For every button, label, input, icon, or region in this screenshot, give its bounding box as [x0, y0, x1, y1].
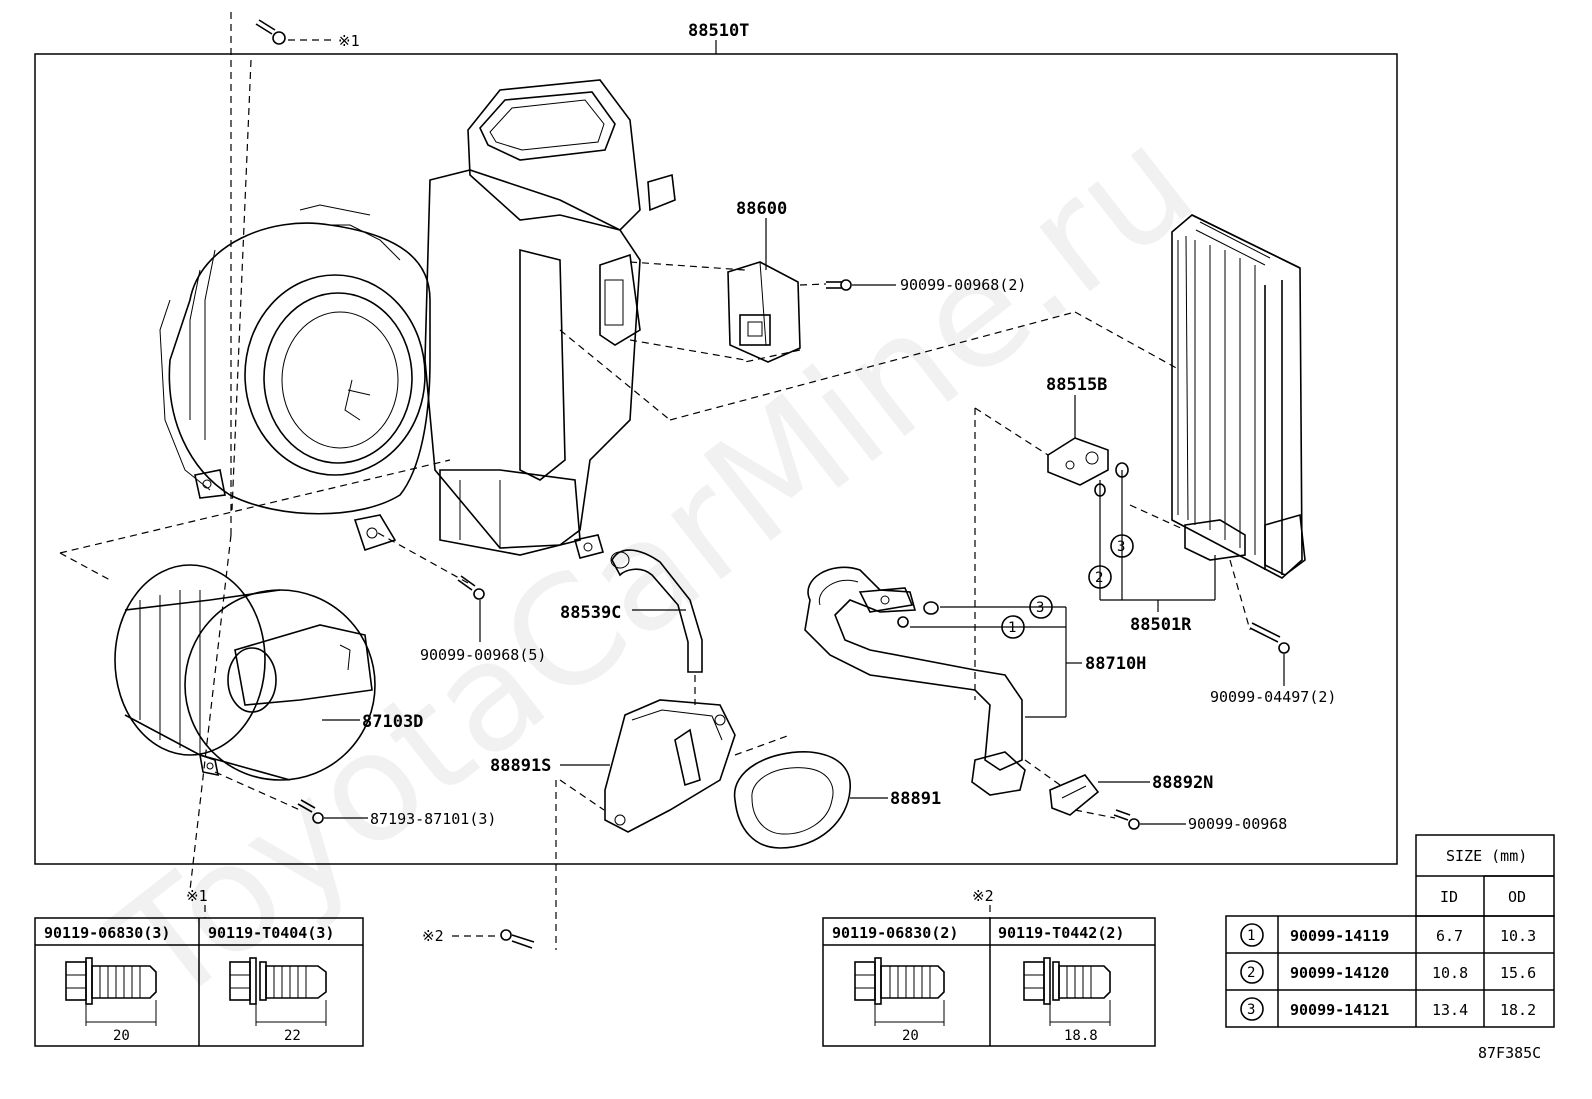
blower-case [159, 79, 676, 559]
label-90099-00968[interactable]: 90099-00968 [1188, 815, 1287, 833]
bolt-88600 [826, 279, 852, 291]
note2-mark-side: ※2 [422, 927, 444, 945]
label-87193-87101-3[interactable]: 87193-87101(3) [370, 810, 496, 828]
note1-mark-top: ※1 [338, 32, 360, 50]
ring-3-pipe: 3 [1036, 600, 1044, 616]
oring-row2-id: 10.8 [1432, 964, 1468, 982]
note2-part-a[interactable]: 90119-06830(2) [832, 924, 958, 942]
bolt-90119-06830-icon [65, 957, 157, 1026]
note1-table-mark: ※1 [186, 887, 208, 905]
note2-length-b: 18.8 [1064, 1028, 1098, 1044]
label-88891[interactable]: 88891 [890, 789, 941, 809]
note1-table: ※1 90119-06830(3) 90119-T0404(3) 20 [34, 887, 364, 1047]
note2-table: ※2 90119-06830(2) 90119-T0442(2) 20 [822, 887, 1156, 1047]
label-88710H[interactable]: 88710H [1085, 654, 1146, 674]
ring-1-pipe: 1 [1008, 620, 1016, 636]
screw-side [500, 929, 535, 949]
oring-row2-od: 15.6 [1500, 964, 1536, 982]
part-88891-grommet [733, 751, 851, 849]
note2-length-a: 20 [902, 1028, 919, 1044]
note2-part-b[interactable]: 90119-T0442(2) [998, 924, 1124, 942]
label-90099-00968-5[interactable]: 90099-00968(5) [420, 646, 546, 664]
ring-2-evap: 2 [1095, 570, 1103, 586]
part-87103D-blower-motor [114, 564, 376, 781]
part-88515B-valve [1047, 437, 1109, 486]
bolt-88892N [1113, 809, 1140, 830]
oring-row2-part[interactable]: 90099-14120 [1290, 964, 1389, 982]
label-90099-04497-2[interactable]: 90099-04497(2) [1210, 688, 1336, 706]
oring-size-header: SIZE (mm) [1446, 847, 1527, 865]
oring-row2-no: 2 [1247, 965, 1255, 981]
note1-length-a: 20 [113, 1028, 130, 1044]
oring-size-table: SIZE (mm) ID OD 1 90099-14119 6.7 10.3 2… [1225, 834, 1555, 1028]
label-88892N[interactable]: 88892N [1152, 773, 1213, 793]
part-88892N-clamp [1049, 774, 1100, 816]
bolt-90119-06830-2-icon [854, 957, 945, 1026]
ring-3-evap: 3 [1117, 539, 1125, 555]
watermark: ToyotaCarMine.ru [84, 94, 1225, 1038]
bolt-case [457, 575, 485, 600]
note1-length-b: 22 [284, 1028, 301, 1044]
label-87103D[interactable]: 87103D [362, 712, 423, 732]
oring-od-header: OD [1508, 888, 1526, 906]
oring-row1-od: 10.3 [1500, 927, 1536, 945]
part-88600-resistor [727, 261, 801, 363]
oring-row1-no: 1 [1247, 928, 1255, 944]
label-90099-00968-2[interactable]: 90099-00968(2) [900, 276, 1026, 294]
oring-row1-part[interactable]: 90099-14119 [1290, 927, 1389, 945]
oring-row3-od: 18.2 [1500, 1001, 1536, 1019]
bolt-90119-T0442-icon [1023, 957, 1111, 1026]
screw-top-left [255, 19, 286, 45]
label-assembly[interactable]: 88510T [688, 21, 749, 41]
label-88501R[interactable]: 88501R [1130, 615, 1192, 635]
label-88539C[interactable]: 88539C [560, 603, 621, 623]
part-88501R-evaporator [1171, 214, 1306, 579]
oring-row3-id: 13.4 [1432, 1001, 1468, 1019]
label-88600[interactable]: 88600 [736, 199, 787, 219]
note2-table-mark: ※2 [972, 887, 994, 905]
note1-part-b[interactable]: 90119-T0404(3) [208, 924, 334, 942]
part-88539C-hose [610, 549, 703, 673]
oring-row3-part[interactable]: 90099-14121 [1290, 1001, 1389, 1019]
part-88710H-pipe [804, 566, 1026, 796]
bolt-87103D [297, 799, 324, 824]
diagram-code: 87F385C [1478, 1044, 1541, 1062]
bolt-88501R [1249, 622, 1290, 654]
oring-row1-id: 6.7 [1436, 927, 1463, 945]
label-88891S[interactable]: 88891S [490, 756, 551, 776]
part-88891S-drain [604, 699, 736, 833]
note1-part-a[interactable]: 90119-06830(3) [44, 924, 170, 942]
oring-row3-no: 3 [1247, 1002, 1255, 1018]
oring-id-header: ID [1440, 888, 1458, 906]
bolt-90119-T0404-icon [229, 957, 327, 1026]
label-88515B[interactable]: 88515B [1046, 375, 1107, 395]
